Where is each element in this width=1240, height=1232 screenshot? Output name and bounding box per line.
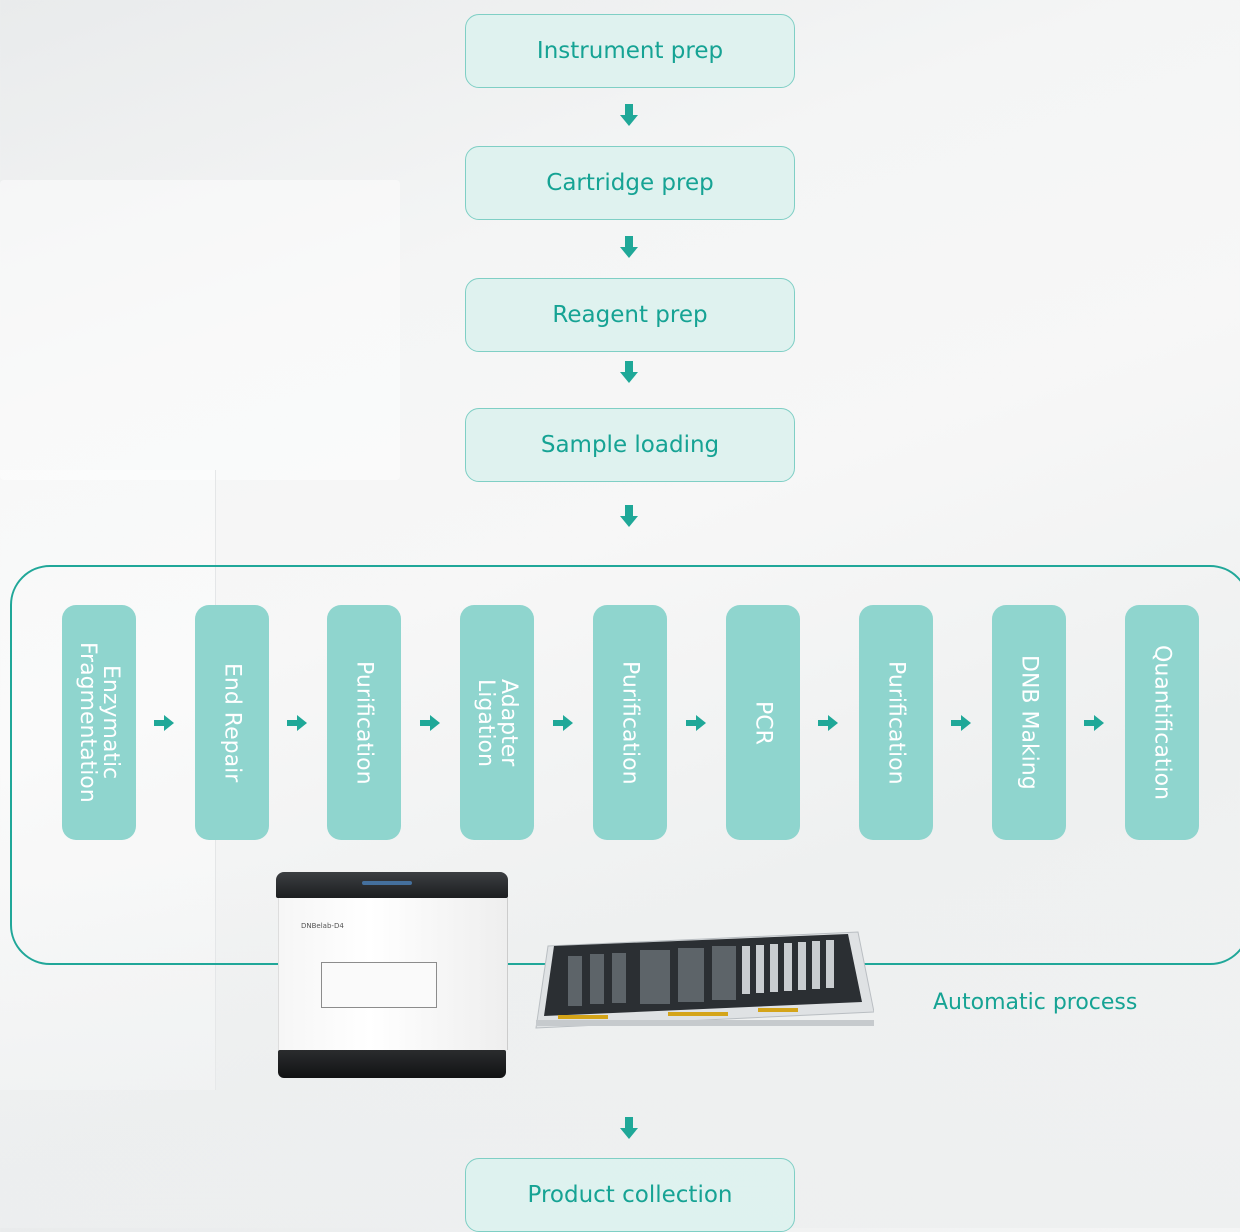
process-step-label: Adapter Ligation: [473, 678, 521, 767]
process-step-end-repair: End Repair: [195, 605, 269, 840]
arrow-down-icon: [620, 361, 638, 383]
arrow-down-icon: [620, 505, 638, 527]
process-step-label: PCR: [750, 700, 776, 745]
instrument-body: DNBelab-D4: [278, 898, 508, 1050]
process-step-purification: Purification: [859, 605, 933, 840]
process-step-adapter-ligation: Adapter Ligation: [460, 605, 534, 840]
arrow-right-icon: [287, 715, 307, 731]
step-cartridge-prep: Cartridge prep: [465, 146, 795, 220]
arrow-right-icon: [951, 715, 971, 731]
background-panel: [0, 180, 400, 480]
process-step-label: Quantification: [1149, 645, 1175, 800]
process-step-purification: Purification: [327, 605, 401, 840]
process-step-label: Purification: [617, 660, 643, 785]
arrow-right-icon: [154, 715, 174, 731]
process-step-pcr: PCR: [726, 605, 800, 840]
step-product-collection: Product collection: [465, 1158, 795, 1232]
arrow-down-icon: [620, 1117, 638, 1139]
instrument-label: DNBelab-D4: [301, 922, 344, 930]
arrow-right-icon: [1084, 715, 1104, 731]
arrow-down-icon: [620, 236, 638, 258]
step-reagent-prep: Reagent prep: [465, 278, 795, 352]
arrow-right-icon: [686, 715, 706, 731]
process-step-purification: Purification: [593, 605, 667, 840]
instrument-base: [278, 1050, 506, 1078]
process-step-quantification: Quantification: [1125, 605, 1199, 840]
arrow-down-icon: [620, 104, 638, 126]
cartridge-illustration: [535, 931, 874, 1029]
instrument-illustration: DNBelab-D4: [276, 872, 508, 1078]
instrument-lid: [276, 872, 508, 898]
process-step-enzymatic-fragmentation: Enzymatic Fragmentation: [62, 605, 136, 840]
arrow-right-icon: [818, 715, 838, 731]
process-step-label: Enzymatic Fragmentation: [75, 642, 123, 803]
automatic-process-caption: Automatic process: [933, 990, 1138, 1015]
arrow-right-icon: [553, 715, 573, 731]
step-instrument-prep: Instrument prep: [465, 14, 795, 88]
process-step-label: Purification: [883, 660, 909, 785]
process-step-label: DNB Making: [1016, 655, 1042, 790]
arrow-right-icon: [420, 715, 440, 731]
instrument-window: [321, 962, 437, 1008]
process-step-dnb-making: DNB Making: [992, 605, 1066, 840]
process-step-label: Purification: [351, 660, 377, 785]
process-step-label: End Repair: [219, 662, 245, 783]
status-lights: [362, 881, 412, 885]
step-sample-loading: Sample loading: [465, 408, 795, 482]
